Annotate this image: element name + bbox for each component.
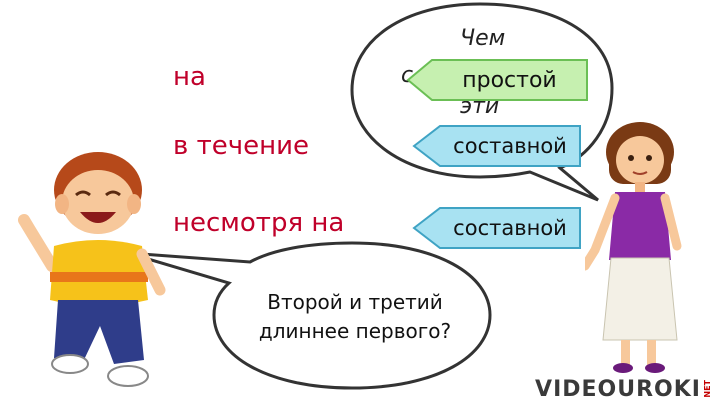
bottom-bubble-text: Второй и третий длиннее первого? xyxy=(225,288,485,346)
bottom-line-2: длиннее первого? xyxy=(258,319,452,343)
logo-suffix: NET xyxy=(703,380,712,398)
tag-compound1-shape[interactable] xyxy=(412,125,581,167)
girl-illustration xyxy=(585,122,682,373)
bottom-line-1: Второй и третий xyxy=(267,290,443,314)
bottom-speech-bubble xyxy=(127,241,492,390)
tag-compound1-label: составной xyxy=(453,134,567,158)
logo-text: VIDEOUROKI xyxy=(535,376,701,402)
tag-simple-shape[interactable] xyxy=(406,59,588,101)
tag-simple-label: простой xyxy=(462,67,557,93)
bubble-line-chem: Чем xyxy=(460,26,506,51)
boy-illustration xyxy=(18,152,166,387)
word-nesmotrya-na: несмотря на xyxy=(173,208,345,238)
word-na: на xyxy=(173,62,206,92)
videouroki-logo: VIDEOUROKI NET xyxy=(535,375,712,403)
word-v-techenie: в течение xyxy=(173,131,309,161)
tag-compound2-shape[interactable] xyxy=(412,207,581,249)
tag-compound2-label: составной xyxy=(453,216,567,240)
